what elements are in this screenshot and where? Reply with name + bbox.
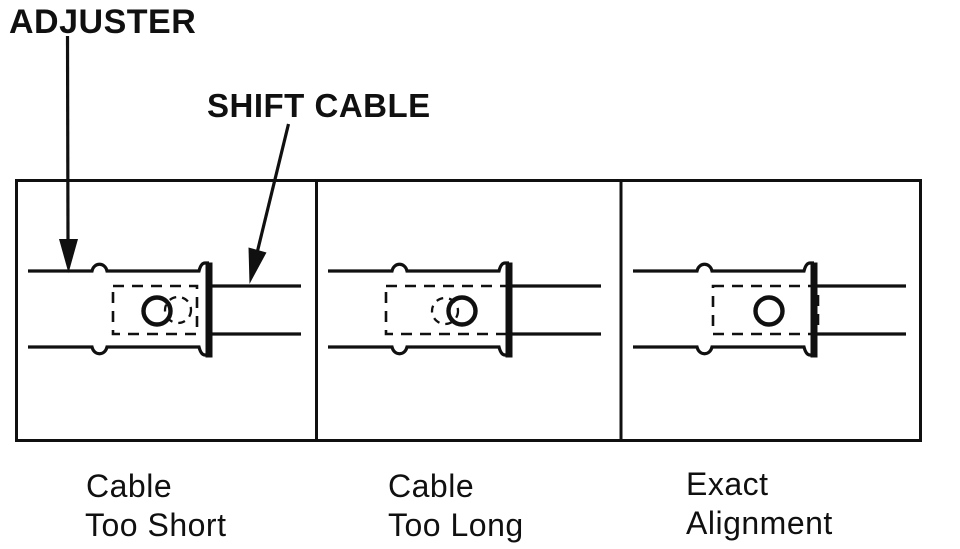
caption-too-long-line2: Too Long [388, 507, 524, 543]
diagram-frame [15, 179, 922, 442]
hidden-cable-end-outline [111, 284, 199, 336]
cable-hole [446, 295, 478, 327]
adjuster-label: ADJUSTER [9, 3, 196, 41]
shift-cable-arrow [248, 123, 291, 284]
caption-too-short-line2: Too Short [85, 507, 226, 543]
cable-hole [141, 295, 173, 327]
alignment-hole-outline [163, 295, 193, 325]
adjuster-arrow [59, 35, 78, 273]
panel-cable-too-short [28, 263, 301, 358]
shift-cable-label: SHIFT CABLE [207, 87, 431, 124]
cable-hole [753, 295, 785, 327]
panel-exact-alignment [633, 263, 906, 358]
panel-captions: Cable Too Short Cable Too Long Exact Ali… [85, 466, 833, 543]
caption-exact-alignment-line1: Exact [686, 466, 769, 502]
adjuster-drawing [633, 263, 906, 358]
adjuster-drawing [328, 263, 601, 358]
caption-too-short-line1: Cable [86, 468, 172, 504]
alignment-hole-outline [430, 296, 460, 326]
hidden-cable-end-outline [711, 284, 820, 336]
caption-too-long-line1: Cable [388, 468, 474, 504]
panel-cable-too-long [328, 263, 601, 358]
caption-exact-alignment-line2: Alignment [686, 505, 833, 541]
hidden-cable-end-outline [384, 284, 510, 336]
